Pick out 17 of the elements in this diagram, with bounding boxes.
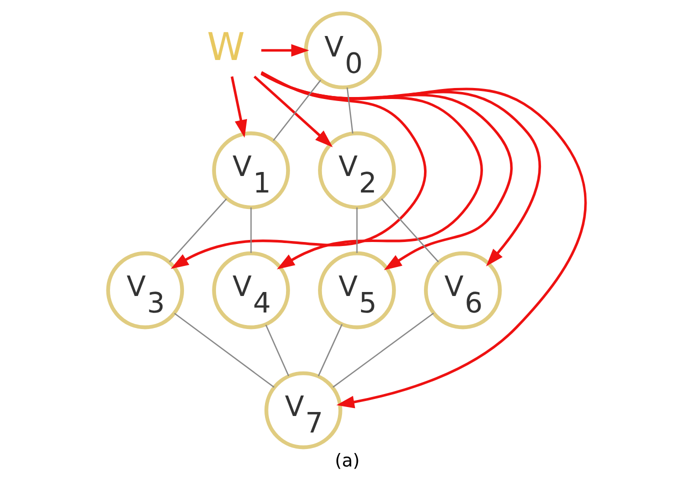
connector — [250, 207, 252, 253]
arrow — [170, 71, 426, 269]
connector — [346, 87, 353, 134]
connector — [264, 324, 289, 376]
arrow — [253, 76, 332, 148]
connector — [174, 312, 274, 388]
arrow — [230, 76, 247, 138]
arrow — [260, 72, 586, 408]
caption: (a) — [334, 450, 360, 472]
arrow — [260, 44, 309, 57]
connector — [317, 324, 342, 376]
connector — [380, 198, 438, 262]
node-text: W — [206, 24, 244, 70]
connector — [332, 312, 434, 388]
connector — [272, 80, 321, 141]
connector — [168, 198, 226, 262]
connector — [356, 207, 358, 253]
